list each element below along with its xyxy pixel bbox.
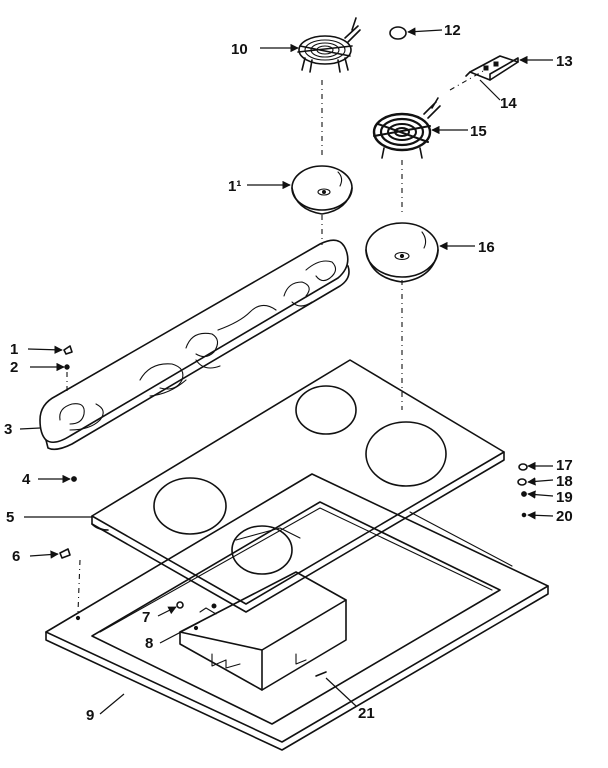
callout-7: 7 (142, 609, 150, 626)
callout-21: 21 (358, 705, 375, 722)
callout-2: 2 (10, 359, 18, 376)
callout-9: 9 (86, 707, 94, 724)
callout-labels: 1 2 3 4 5 6 7 8 9 10 1¹ 12 13 14 15 16 1… (4, 22, 573, 724)
callout-19: 19 (556, 489, 573, 506)
callout-5: 5 (6, 509, 14, 526)
callout-4: 4 (22, 471, 31, 488)
callout-10: 10 (231, 41, 248, 58)
part-9-frame (45, 473, 549, 751)
part-7-screw-icon (176, 601, 184, 609)
part-6-screw-icon (59, 548, 71, 559)
part-16-drip-pan (365, 222, 439, 283)
callout-3: 3 (4, 421, 12, 438)
callout-15: 15 (470, 123, 487, 140)
leader-lines (19, 27, 554, 715)
callout-16: 16 (478, 239, 495, 256)
callout-14: 14 (500, 95, 517, 112)
callout-6: 6 (12, 548, 20, 565)
part-1-screw-icon (63, 345, 73, 355)
callout-18: 18 (556, 473, 573, 490)
part-19-nut-icon (521, 491, 527, 497)
part-3-trim-strip (39, 239, 350, 451)
part-20-clip-icon (521, 512, 527, 518)
hardware-parts (59, 345, 528, 677)
part-18-washer-icon (517, 478, 527, 486)
callout-8: 8 (145, 635, 153, 652)
callout-17: 17 (556, 457, 573, 474)
callout-13: 13 (556, 53, 573, 70)
callout-12: 12 (444, 22, 461, 39)
part-17-screw-icon (518, 463, 528, 471)
callout-11: 1¹ (228, 178, 241, 195)
part-2-nut-icon (64, 364, 70, 370)
part-15-surface-element (372, 97, 441, 159)
part-12-cap (389, 26, 407, 40)
part-13-terminal-block (465, 55, 519, 81)
part-21-bracket-icon (315, 671, 327, 677)
part-10-surface-element (297, 17, 361, 73)
callout-20: 20 (556, 508, 573, 525)
assembly-centerlines (66, 69, 486, 613)
part-4-nut-icon (71, 476, 77, 482)
part-8-junction-box (179, 571, 347, 691)
part-11-drip-pan (291, 165, 353, 215)
part-5-cooktop-glass (91, 359, 505, 613)
callout-1: 1 (10, 341, 18, 358)
